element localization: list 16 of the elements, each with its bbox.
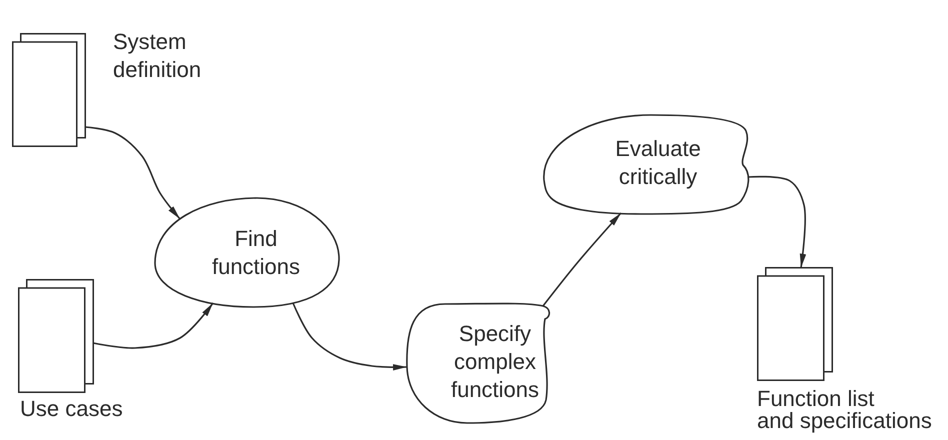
document-stack-icon [18,279,94,393]
process-blob [405,300,551,425]
process-blob [153,197,341,309]
document-caption: System definition [113,28,202,84]
document-caption: Function list and specifications [757,388,932,432]
arrow [92,302,214,349]
arrow [748,176,806,268]
process-label: Find functions [212,225,300,281]
process-label: Evaluate critically [615,135,701,191]
document-caption: Use cases [20,395,123,423]
arrow [84,126,181,220]
arrow [292,302,408,370]
document-stack-icon [757,267,833,381]
process-label: Specify complex functions [450,320,540,404]
document-stack-icon [12,33,86,147]
arrow [542,212,622,306]
